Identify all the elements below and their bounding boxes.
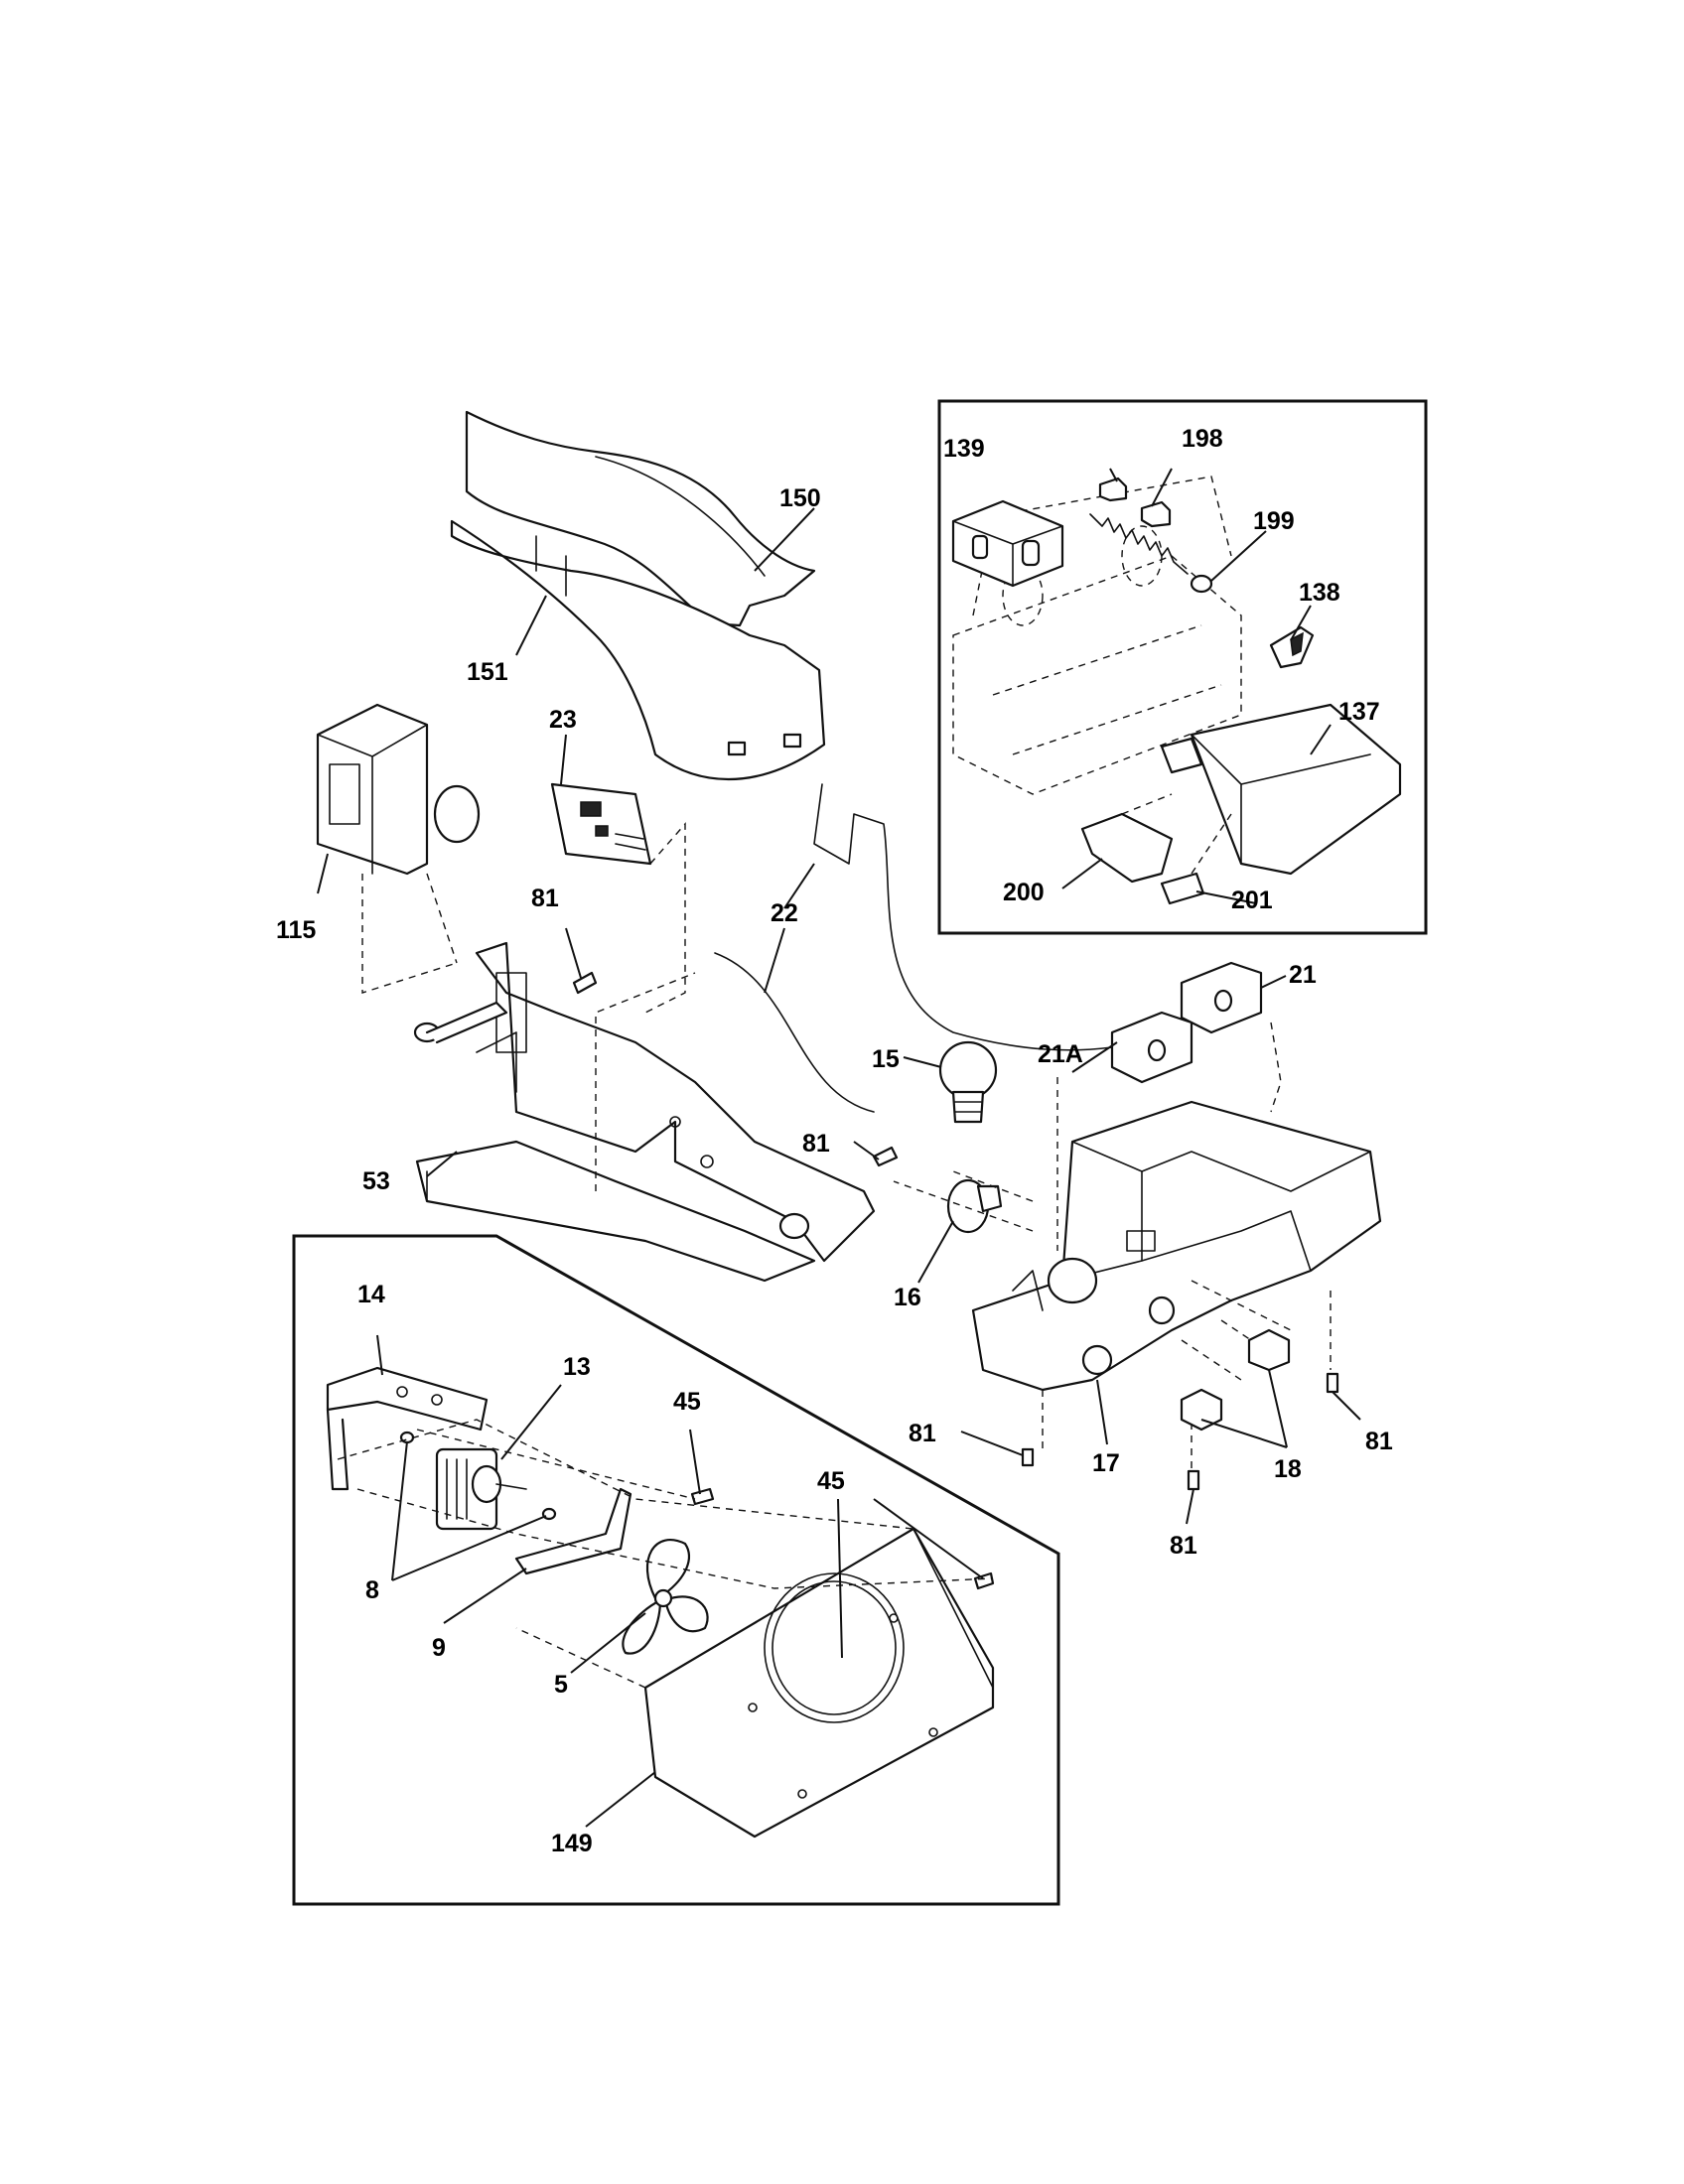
callout-labels: 150 151 23 115 81 22 53 81 15 16 21A 21 … [276,425,1393,1857]
inset-fan-assembly [292,1234,1060,1906]
callout-16: 16 [894,1284,921,1311]
part-115-housing [316,703,481,994]
callout-151: 151 [467,658,508,686]
callout-198: 198 [1182,425,1223,453]
part-81-screw-upper [572,971,598,995]
part-5-fan [622,1538,709,1655]
callout-17: 17 [1092,1449,1120,1477]
inset-dispenser-lever [937,399,1428,935]
part-17-housing [893,1100,1382,1469]
callout-150: 150 [779,484,821,512]
part-53-bracket [413,941,876,1283]
part-13-motor [435,1447,527,1531]
part-21-21a-switches [1056,961,1282,1251]
callout-45-upper: 45 [673,1388,701,1416]
part-81-screws-lower [1021,1372,1339,1491]
part-15-bulb [938,1040,998,1124]
part-199-spring [1089,513,1213,594]
callout-138: 138 [1299,579,1340,607]
part-149-shroud [643,1527,995,1839]
part-138-bracket [1269,625,1315,669]
part-23-board [550,782,686,1014]
leader-lines [317,468,1361,1828]
callout-149: 149 [551,1830,593,1857]
callout-81-upper: 81 [531,885,559,912]
callout-21a: 21A [1038,1040,1083,1068]
callout-81-mid: 81 [802,1130,830,1158]
callout-22: 22 [771,899,798,927]
callout-81-right: 81 [1365,1428,1393,1455]
callout-5: 5 [554,1671,568,1699]
callout-81-left: 81 [909,1420,936,1447]
callout-15: 15 [872,1045,900,1073]
callout-21: 21 [1289,961,1317,989]
part-137-paddle [1160,703,1402,876]
part-200-pad [1080,812,1174,884]
part-9-strap [514,1487,632,1575]
part-198-clips [1098,477,1172,528]
part-16-socket [946,1178,1003,1234]
callout-8: 8 [365,1576,379,1604]
callout-18: 18 [1274,1455,1302,1483]
callout-201: 201 [1231,887,1273,914]
callout-23: 23 [549,706,577,734]
callout-81-bottom: 81 [1170,1532,1197,1560]
part-150-151-chute [450,410,826,780]
callout-14: 14 [357,1281,385,1308]
callout-45-lower: 45 [817,1467,845,1495]
callout-53: 53 [362,1167,390,1195]
part-201-strip [1160,872,1205,905]
part-22-wire [714,783,1113,1113]
callout-9: 9 [432,1634,446,1662]
callout-13: 13 [563,1353,591,1381]
part-18-knobs [1180,1328,1291,1432]
part-139-switch [951,499,1064,588]
callout-200: 200 [1003,879,1045,906]
callout-115: 115 [276,916,316,944]
part-14-bracket [326,1366,489,1491]
callout-139: 139 [943,435,985,463]
callout-137: 137 [1338,698,1380,726]
callout-199: 199 [1253,507,1295,535]
part-81-screw-mid [872,1146,899,1167]
